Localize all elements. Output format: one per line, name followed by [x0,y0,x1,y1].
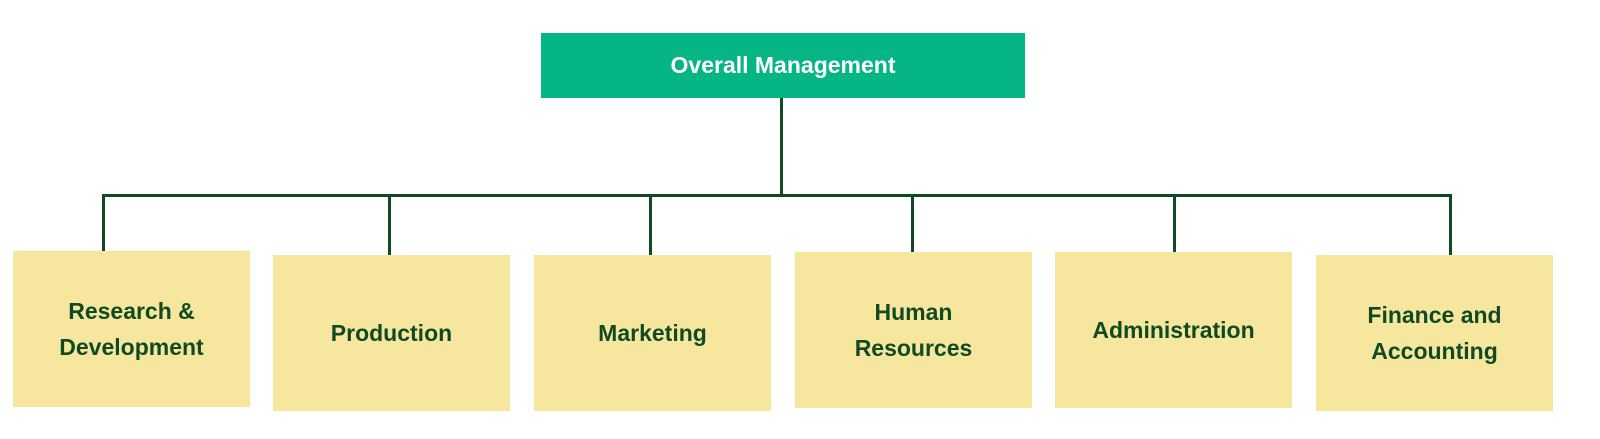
connector-root-vertical [780,98,783,197]
connector-drop-1 [102,194,105,252]
dept-label: Production [330,320,453,346]
connector-drop-2 [388,194,391,255]
root-label: Overall Management [670,52,896,78]
dept-finance-accounting: Finance and Accounting [1316,255,1553,411]
dept-label: Research & Development [59,298,204,360]
root-node-overall-management: Overall Management [541,33,1025,98]
dept-label: Human Resources [854,299,973,361]
connector-drop-3 [649,194,652,255]
dept-production: Production [273,255,510,411]
connector-drop-6 [1449,194,1452,255]
dept-marketing: Marketing [534,255,771,411]
dept-label: Finance and Accounting [1367,302,1502,364]
dept-label: Administration [1092,317,1255,343]
connector-drop-5 [1173,194,1176,252]
dept-administration: Administration [1055,252,1292,408]
dept-research-development: Research & Development [13,251,250,407]
connector-drop-4 [911,194,914,252]
dept-human-resources: Human Resources [795,252,1032,408]
connector-horizontal [102,194,1452,197]
dept-label: Marketing [598,320,707,346]
